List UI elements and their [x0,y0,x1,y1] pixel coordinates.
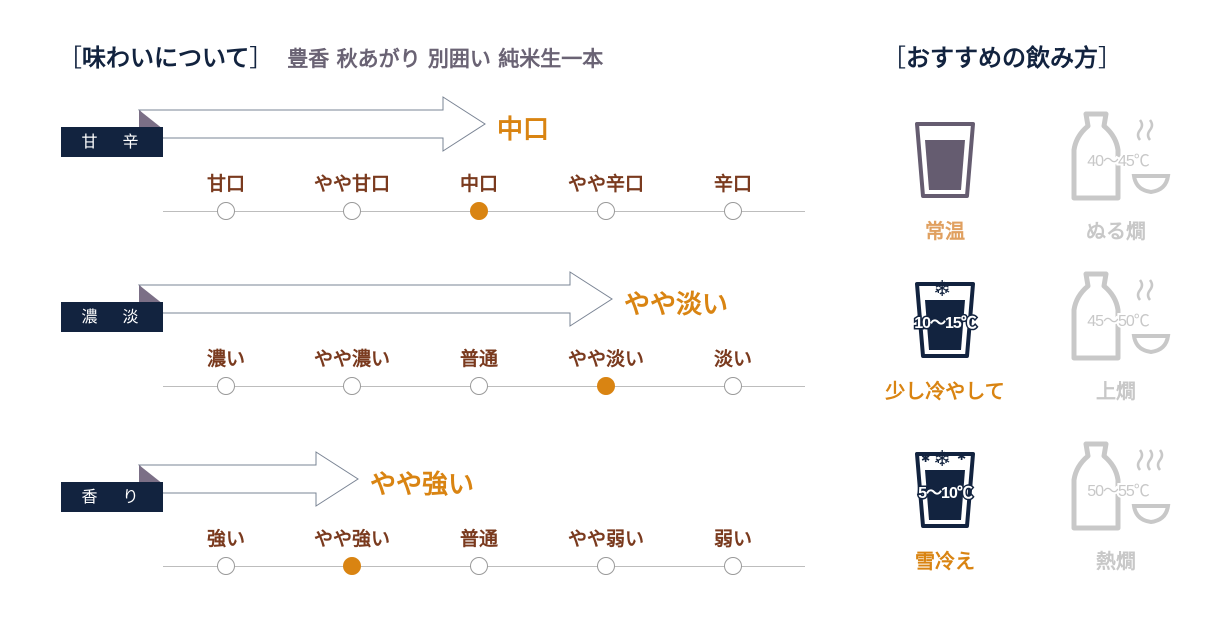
option-dot [217,202,235,220]
category-tag: 香 り [61,482,163,512]
result-arrow [137,451,359,507]
tag-fold [139,285,163,304]
option-dot [470,377,488,395]
option-label: 甘口 [206,173,246,195]
option-label: 中口 [459,173,499,195]
option-label: 普通 [459,528,499,550]
serving-name: 常温 [925,219,965,243]
serving-title-text: おすすめの飲み方 [906,44,1098,72]
svg-text:✱: ✱ [957,450,966,463]
glass-room-temp-icon [915,122,975,198]
option-dot [597,557,615,575]
bracket-open: ［ [58,44,82,72]
option-dot [597,202,615,220]
selected-dot [470,202,488,220]
option-label: やや淡い [567,348,645,370]
result-arrow [137,271,613,327]
taste-scale-0: 甘 辛中口甘口やや甘口中口やや辛口辛口 [0,95,820,245]
option-label: 辛口 [713,173,753,195]
svg-text:10〜15℃: 10〜15℃ [914,314,977,332]
option-label: 弱い [713,528,753,550]
option-dot [217,377,235,395]
option-dot [724,202,742,220]
bracket-open: ［ [882,44,906,72]
option-label: やや甘口 [313,173,391,195]
tokkuri-warm-icon: 40〜45℃ [1071,111,1171,201]
option-label: やや辛口 [567,173,645,195]
option-dot [724,377,742,395]
taste-scale-1: 濃 淡やや淡い濃いやや濃い普通やや淡い淡い [0,270,820,420]
option-dot [217,557,235,575]
serving-name: 熱燗 [1096,549,1136,573]
option-dot [724,557,742,575]
option-dot [343,377,361,395]
svg-text:40〜45℃: 40〜45℃ [1087,153,1150,170]
arrow-shape [137,96,486,152]
serving-name: 少し冷やして [885,379,1005,403]
serving-name: 雪冷え [915,549,975,573]
option-dot [470,557,488,575]
category-tag: 甘 辛 [61,127,163,157]
tokkuri-warm-icon: 45〜50℃ [1071,271,1171,361]
arrow-shape [137,451,359,507]
option-label: 普通 [459,348,499,370]
option-label: 濃い [206,348,246,370]
option-label: 強い [206,528,246,550]
product-name: 豊香 秋あがり 別囲い 純米生一本 [287,47,604,71]
glass-chilled-icon: ❄✱10〜15℃ [913,277,979,358]
result-label: 中口 [497,115,550,145]
bracket-close: ］ [1098,44,1122,72]
svg-text:5〜10℃: 5〜10℃ [918,484,973,502]
taste-scale-2: 香 りやや強い強いやや強い普通やや弱い弱い [0,450,820,600]
result-arrow [137,96,486,152]
arrow-shape [137,271,613,327]
tag-fold [139,110,163,129]
option-label: やや濃い [313,348,391,370]
serving-name: 上燗 [1096,379,1136,403]
option-label: 淡い [713,348,753,370]
tokkuri-hot-icon: 50〜55℃ [1071,441,1171,531]
taste-section-title: ［味わいについて］ 豊香 秋あがり 別囲い 純米生一本 [58,38,603,73]
serving-name: ぬる燗 [1086,219,1146,243]
svg-text:50〜55℃: 50〜55℃ [1087,483,1150,500]
glass-snow-cold-icon: ❄✱✱✱5〜10℃ [915,447,975,528]
selected-dot [597,377,615,395]
result-label: やや淡い [624,290,729,320]
option-label: やや強い [313,528,391,550]
result-label: やや強い [370,470,475,500]
tag-fold [139,465,163,484]
selected-dot [343,557,361,575]
option-dot [343,202,361,220]
bracket-close: ］ [249,44,274,72]
svg-text:45〜50℃: 45〜50℃ [1087,313,1150,330]
category-tag: 濃 淡 [61,302,163,332]
option-label: やや弱い [567,528,645,550]
serving-section-title: ［おすすめの飲み方］ [882,38,1122,73]
taste-title-text: 味わいについて [82,44,250,72]
svg-text:✱: ✱ [921,452,930,465]
